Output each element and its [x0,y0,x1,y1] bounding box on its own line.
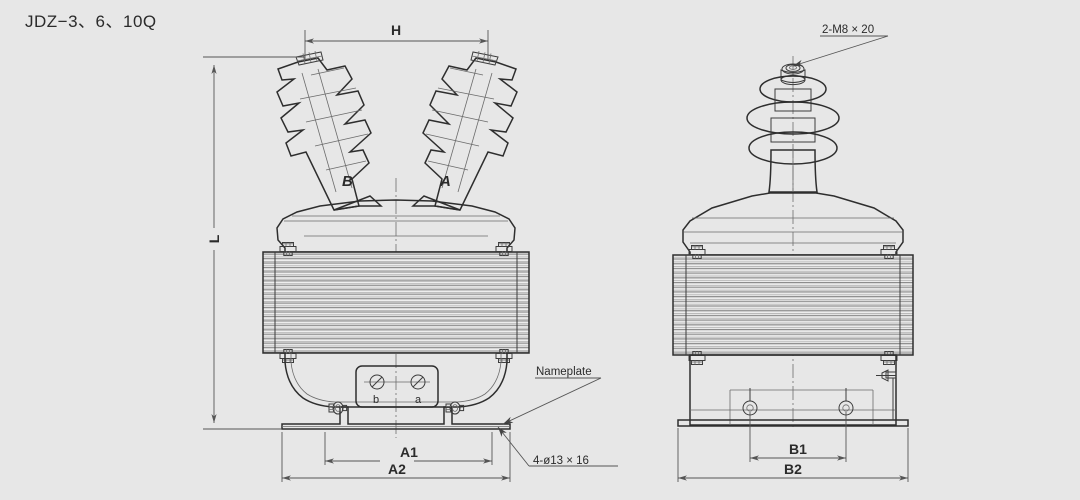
dimension-a2: A2 [281,432,511,482]
dimension-l-label: L [206,234,222,243]
terminal-a-label: a [415,394,422,406]
mounting-holes-label: 4-ø13 × 16 [533,455,589,467]
dimension-a1: A1 [324,432,493,465]
dimension-l: L [203,56,305,430]
nameplate-label: Nameplate [536,366,592,378]
bushing-b [276,51,383,211]
dimension-b1-label: B1 [789,441,807,457]
terminal-b [369,374,385,390]
dimension-h-label: H [391,22,401,38]
bushing-b-label: B [342,173,353,190]
dimension-h: H [304,22,489,60]
dimension-a1-label: A1 [400,444,418,460]
ribbed-body [262,251,530,354]
side-insulator [746,63,840,193]
dimension-a2-label: A2 [388,461,406,477]
side-lower-tank [689,354,897,426]
terminal-stud-label: 2-M8 × 20 [822,24,874,36]
side-ribbed-body [672,254,914,356]
side-base-plate [677,419,909,427]
terminal-box: b a [355,365,439,408]
mounting-holes-callout: 4-ø13 × 16 [497,426,618,467]
bushing-a-label: A [439,173,451,190]
dimension-b2-label: B2 [784,461,802,477]
dimension-b1: B1 [749,412,847,462]
side-view-drawing: 2-M8 × 20 [672,24,914,482]
page-title: JDZ−3、6、10Q [25,12,157,31]
side-drain-fitting [876,369,897,420]
front-view-drawing: B A [203,22,618,482]
terminal-stud-callout: 2-M8 × 20 [792,24,889,67]
terminal-a [410,374,426,390]
terminal-b-label: b [373,394,379,406]
dimension-b2: B2 [677,428,909,482]
bushing-a [411,51,518,211]
base-plate [281,406,511,430]
upper-dome [276,199,516,253]
side-upper-dome [682,192,904,256]
nameplate-callout: Nameplate [502,366,602,425]
